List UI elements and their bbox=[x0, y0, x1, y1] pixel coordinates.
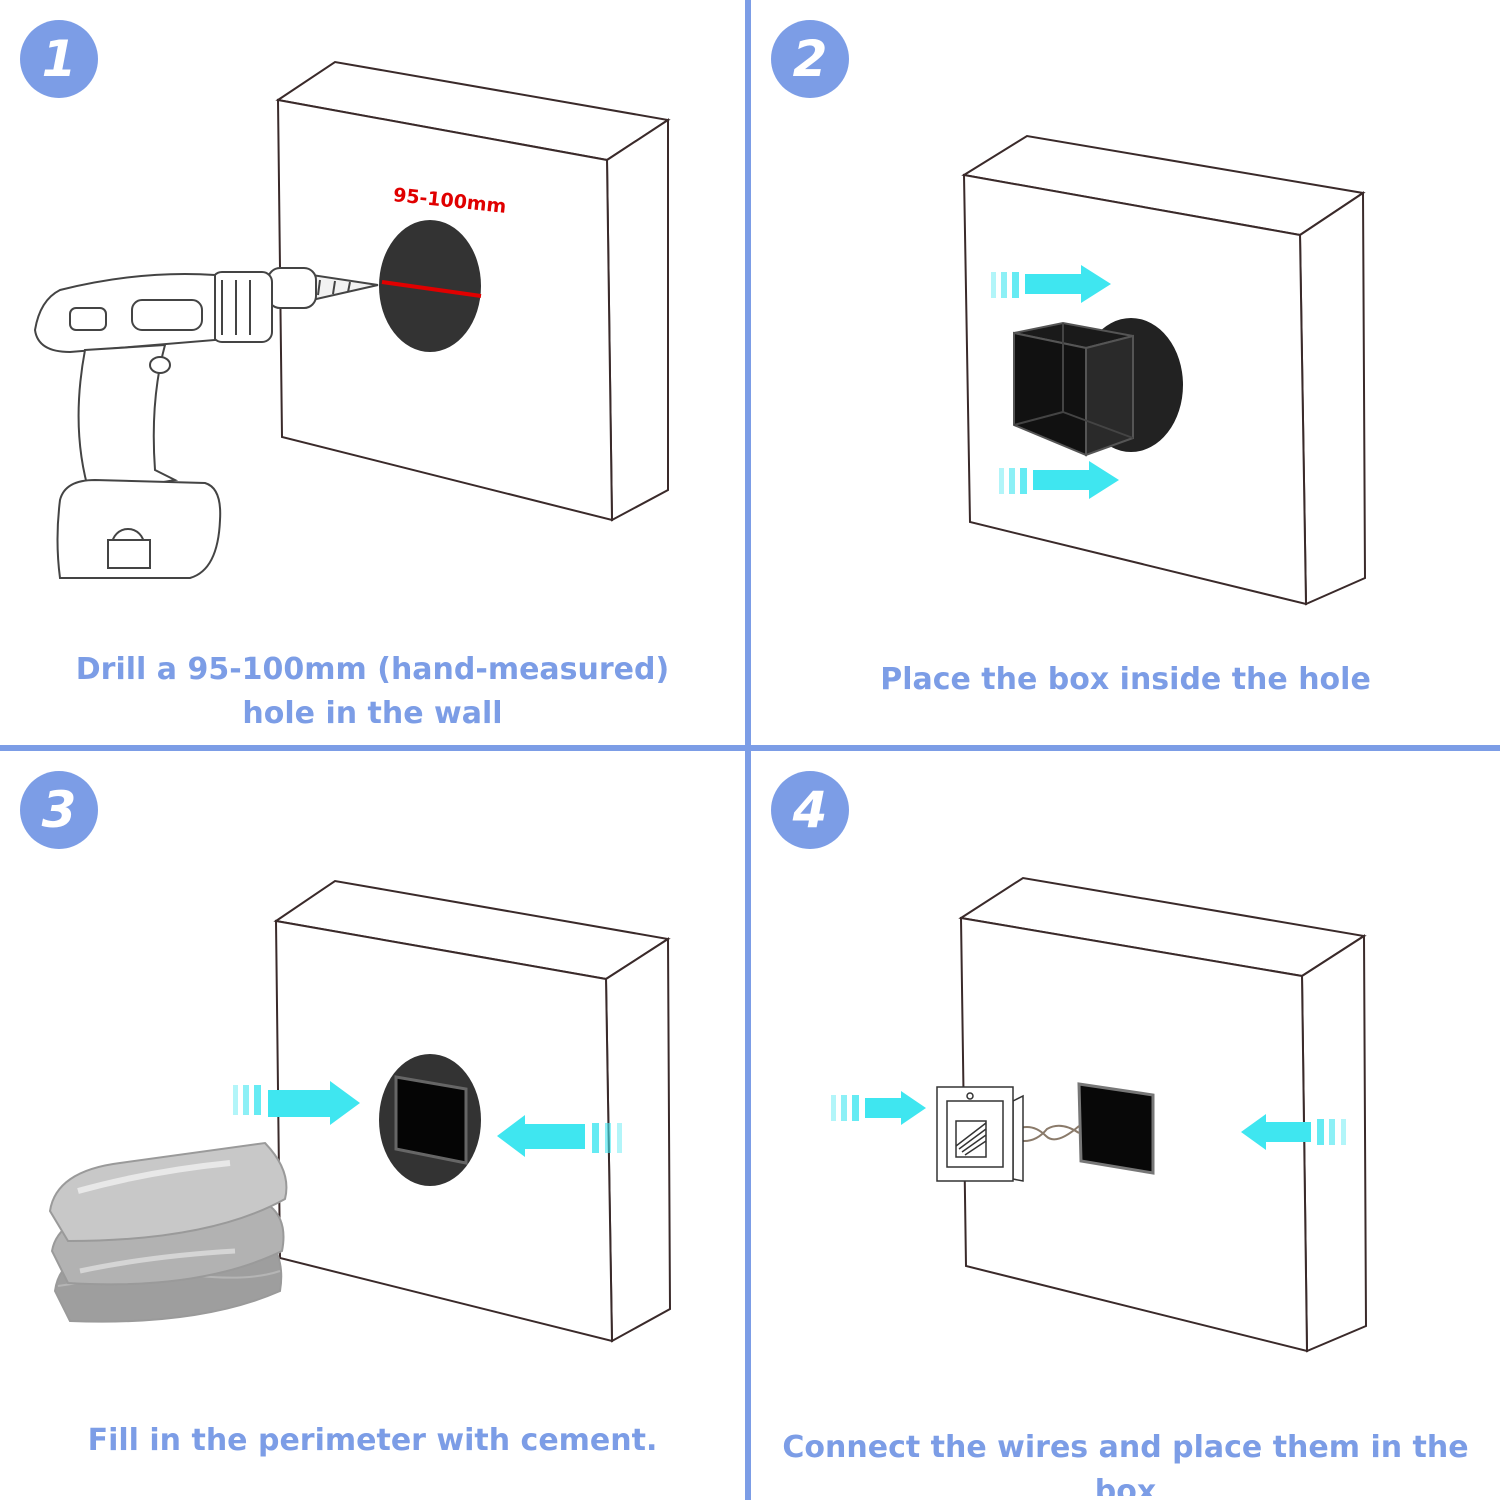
step-number-badge: 2 bbox=[771, 20, 849, 98]
electrical-box bbox=[1013, 321, 1134, 457]
step-1-caption-line-1: Drill a 95-100mm (hand-measured) bbox=[75, 652, 670, 687]
step-4-illustration bbox=[831, 876, 1368, 1353]
step-3-panel: 3 Fill in the peri bbox=[0, 751, 745, 1496]
step-number-badge: 4 bbox=[771, 771, 849, 849]
drilled-hole bbox=[379, 220, 481, 352]
step-1-panel: 1 95-100mm Dr bbox=[0, 0, 745, 745]
step-1-illustration: 95-100mm bbox=[33, 60, 671, 579]
step-2-illustration bbox=[961, 134, 1367, 606]
panel-divider-horizontal bbox=[0, 745, 1500, 751]
step-number-badge: 1 bbox=[20, 20, 98, 98]
step-4-panel: 4 bbox=[751, 751, 1500, 1496]
step-number-badge: 3 bbox=[20, 771, 98, 849]
electrical-box bbox=[1077, 1082, 1155, 1175]
step-3-illustration bbox=[48, 879, 672, 1343]
arrow-icon bbox=[831, 1091, 926, 1125]
arrow-icon bbox=[1241, 1114, 1346, 1150]
arrow-icon bbox=[233, 1081, 360, 1125]
cement-bags-icon bbox=[48, 1141, 288, 1323]
electrical-box bbox=[394, 1075, 468, 1165]
step-1-caption-line-2: hole in the wall bbox=[242, 696, 503, 731]
drill-icon bbox=[33, 267, 379, 579]
step-2-caption: Place the box inside the hole bbox=[880, 662, 1371, 697]
arrow-icon bbox=[999, 461, 1119, 499]
step-4-caption: Connect the wires and place them in the … bbox=[782, 1430, 1469, 1496]
diameter-line bbox=[381, 280, 482, 298]
fingerprint-lock-panel bbox=[936, 1086, 1024, 1182]
step-3-caption: Fill in the perimeter with cement. bbox=[87, 1423, 658, 1458]
arrow-icon bbox=[497, 1115, 622, 1157]
step-2-panel: 2 Place the box inside bbox=[751, 0, 1500, 745]
arrow-icon bbox=[991, 265, 1111, 303]
